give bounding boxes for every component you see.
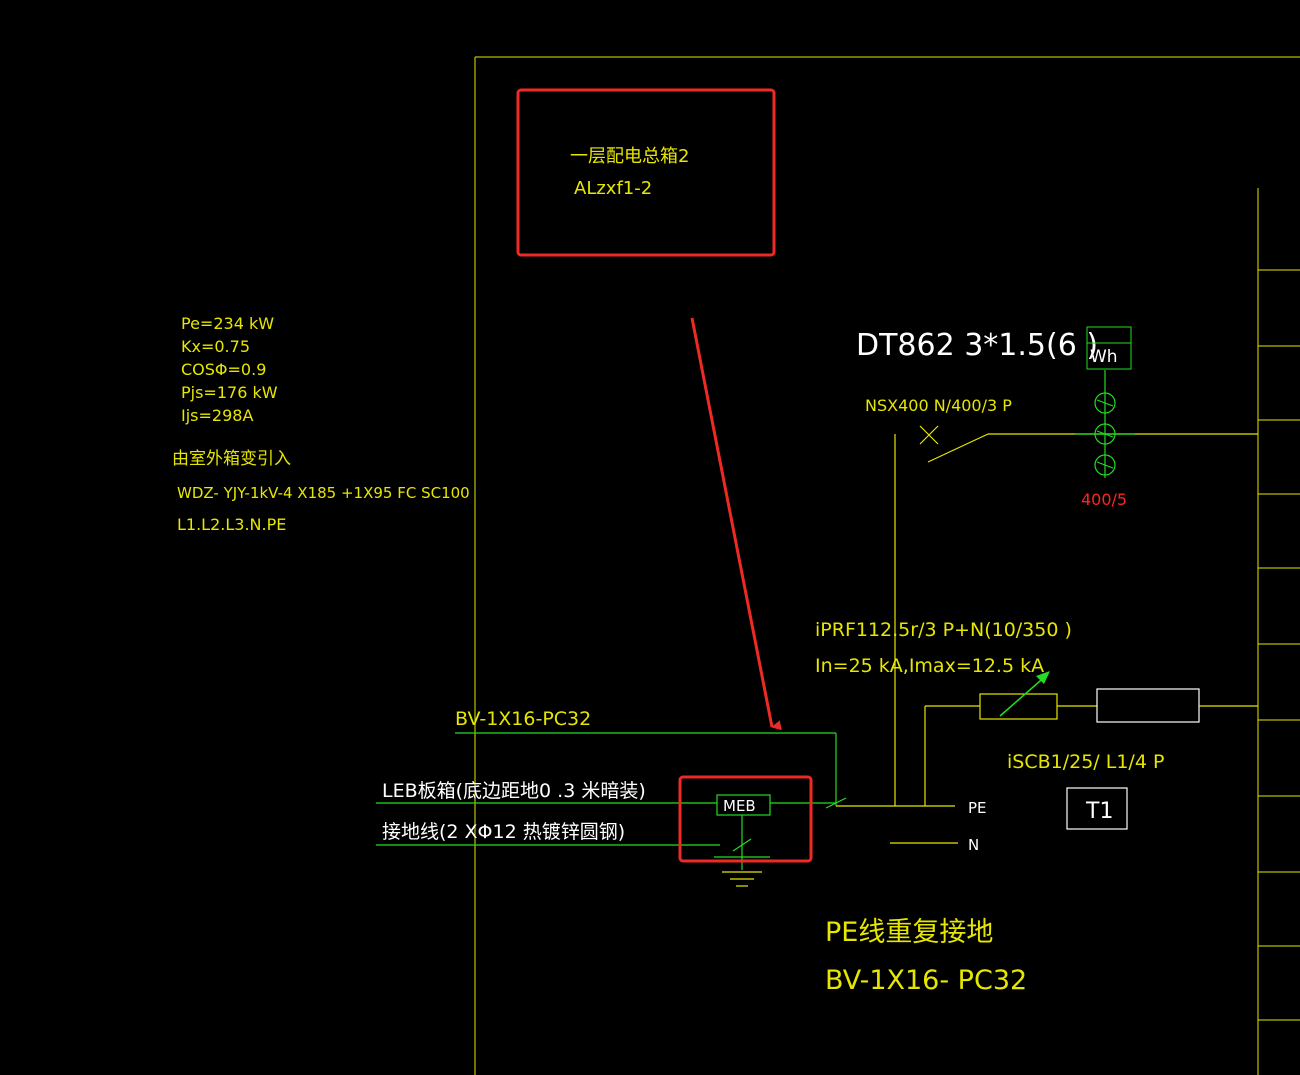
meb-box (716, 794, 771, 816)
panel-code: ALzxf1-2 (574, 178, 652, 199)
meter-symbol: Wh (1090, 347, 1118, 367)
spd-model: iPRF112.5r/3 P+N(10/350 ) (815, 619, 1072, 641)
pe-note-title: PE线重复接地 (825, 917, 993, 948)
meter-model: DT862 3*1.5(6 ) (856, 328, 1098, 363)
n-conductor-label: N (968, 836, 979, 854)
spd-ratings: In=25 kA,Imax=12.5 kA (815, 655, 1044, 677)
incoming-source: 由室外箱变引入 (172, 449, 291, 469)
spd-branch (924, 671, 1258, 806)
scb-type-box (1066, 787, 1128, 830)
current-transformer-symbol (1075, 370, 1135, 478)
incoming-phases: L1.L2.L3.N.PE (177, 515, 286, 534)
meb-highlight-box (678, 775, 813, 863)
bv-top-label: BV-1X16-PC32 (455, 708, 591, 730)
load-kx: Kx=0.75 (181, 337, 250, 356)
incoming-cable: WDZ- YJY-1kV-4 X185 +1X95 FC SC100 (177, 484, 470, 502)
main-breaker-symbol (894, 425, 1258, 806)
leb-label: LEB板箱(底边距地0 .3 米暗装) (382, 780, 646, 802)
panel-name: 一层配电总箱2 (570, 146, 689, 167)
scb-type: T1 (1085, 799, 1113, 824)
annotation-arrow (690, 317, 782, 731)
load-pjs: Pjs=176 kW (181, 383, 278, 402)
pe-conductor-label: PE (968, 799, 987, 817)
ct-ratio: 400/5 (1081, 490, 1127, 509)
load-cos: COSΦ=0.9 (181, 360, 266, 379)
main-breaker-model: NSX400 N/400/3 P (865, 396, 1012, 415)
load-pe: Pe=234 kW (181, 314, 274, 333)
load-calculation: Pe=234 kW Kx=0.75 COSΦ=0.9 Pjs=176 kW Ij… (181, 314, 278, 425)
title-highlight-box (516, 88, 776, 257)
load-ijs: Ijs=298A (181, 406, 253, 425)
pe-note-cable: BV-1X16- PC32 (825, 965, 1027, 996)
meter-box (1086, 326, 1132, 370)
scb-model: iSCB1/25/ L1/4 P (1007, 751, 1164, 773)
drawing-frame (474, 56, 1300, 1075)
grounding-wiring (376, 732, 958, 887)
earth-wire-label: 接地线(2 XΦ12 热镀锌圆钢) (382, 821, 625, 843)
outgoing-circuit-ticks (1258, 269, 1300, 1021)
meb-label: MEB (723, 797, 756, 815)
